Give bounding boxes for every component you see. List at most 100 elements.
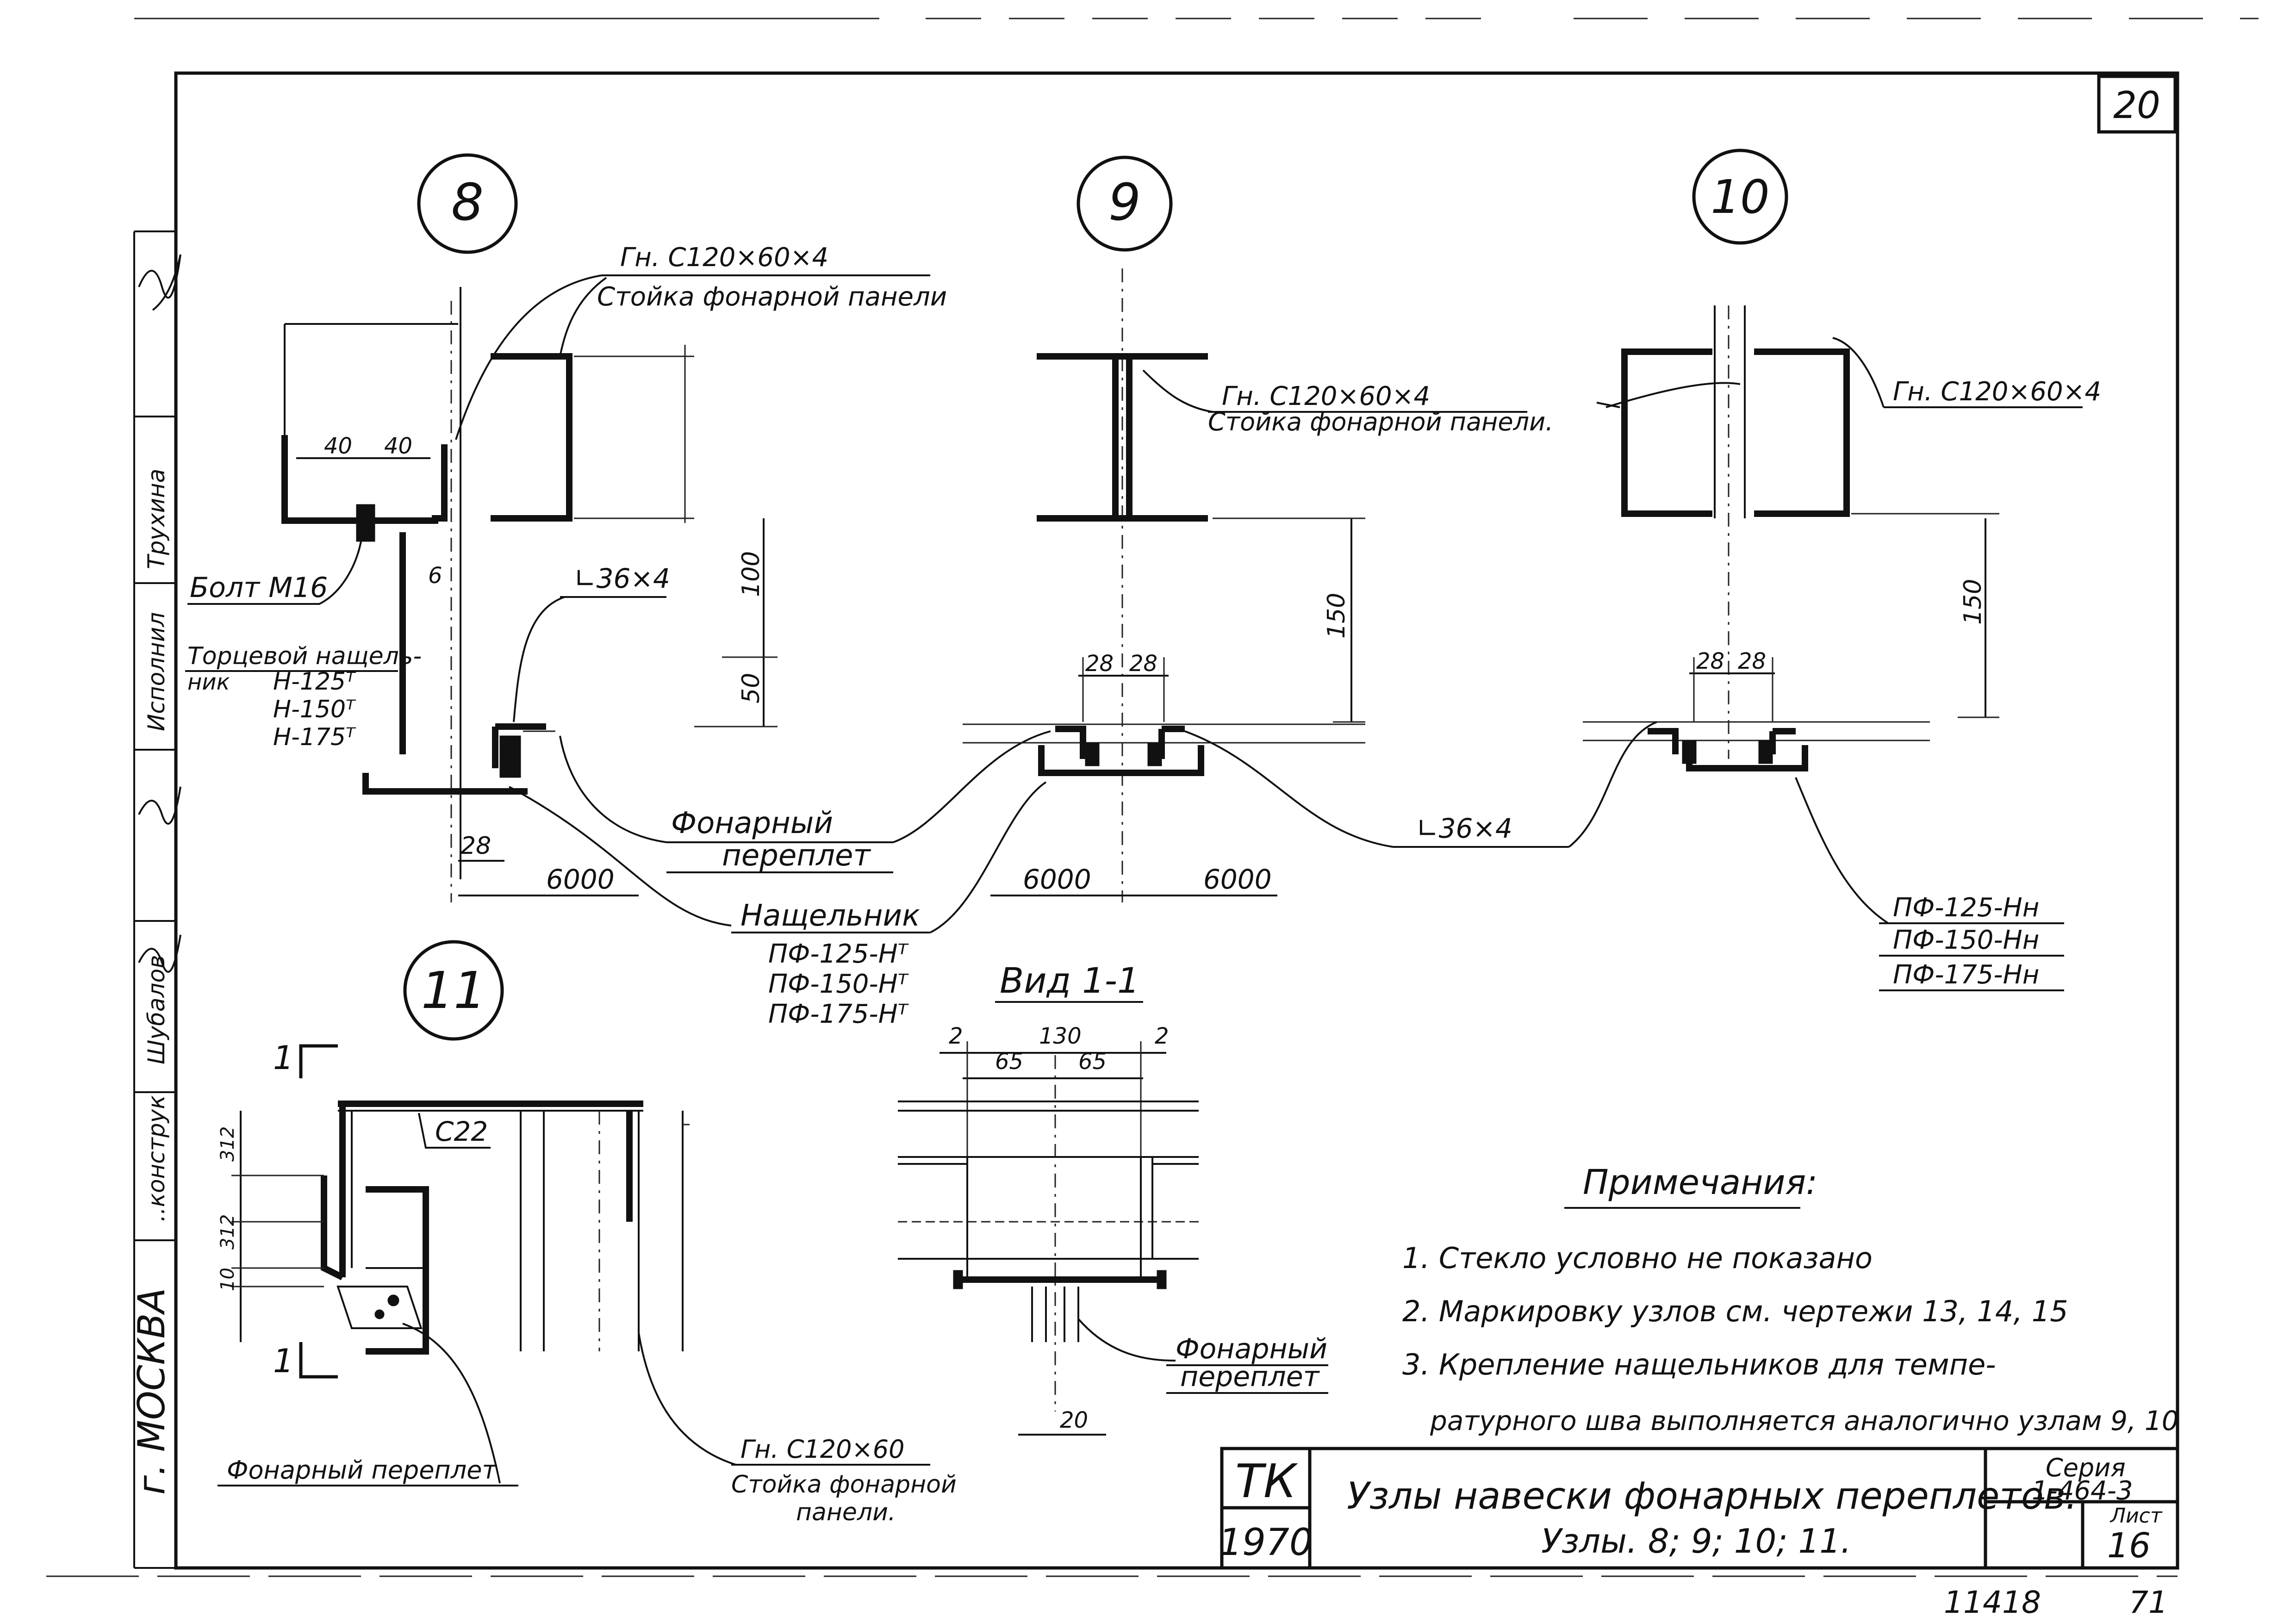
- title-block: ТК 1970 Узлы навески фонарных переплетов…: [1219, 1447, 2179, 1570]
- node11-cut-top: 1: [273, 1039, 294, 1077]
- note-3: 3. Крепление нащельников для темпе-: [1402, 1348, 1996, 1381]
- node11-dim-3: 10: [217, 1268, 238, 1291]
- node8-dim-100: 100: [737, 551, 765, 597]
- node-9-label: 9: [1108, 173, 1141, 232]
- page-number: 71: [2129, 1585, 2168, 1620]
- sheet-value: 16: [2107, 1526, 2151, 1566]
- node11-frame: Фонарный переплет: [227, 1455, 497, 1485]
- node11-channel: С22: [435, 1116, 488, 1147]
- node11-dim-2: 312: [217, 1214, 238, 1250]
- strip-type-1: ПФ-125-Нᵀ: [768, 939, 909, 969]
- node9-dim-6000-left: 6000: [1023, 864, 1091, 895]
- node9-dim-28a: 28: [1085, 651, 1114, 677]
- node9-dim-28b: 28: [1129, 651, 1157, 677]
- node8-dim-40b: 40: [384, 433, 412, 459]
- title-year: 1970: [1219, 1521, 1313, 1564]
- node8-bolt-label: Болт М16: [190, 572, 328, 604]
- node-11-label: 11: [421, 961, 486, 1020]
- node-10-circle: [1692, 149, 1788, 245]
- sheet-frame: [46, 18, 2259, 1577]
- notes-block: Примечания: 1. Стекло условно не показан…: [1402, 1163, 2179, 1436]
- node10-dim-28b: 28: [1738, 648, 1766, 674]
- node8-end-strip-l2: ник: [187, 669, 230, 695]
- frame-label-l1: Фонарный: [671, 806, 833, 840]
- view-dim-130: 130: [1039, 1023, 1082, 1049]
- node-11-detail: 1 1 С22 312 312 10: [217, 1039, 957, 1526]
- strip-title: Нащельник: [740, 899, 920, 933]
- sidebar-role-2: Шубалов: [143, 955, 170, 1064]
- node-11-circle: [403, 940, 504, 1041]
- node-9-circle: [1076, 155, 1173, 252]
- view-dim-65a: 65: [995, 1049, 1023, 1075]
- node-8-label: 8: [451, 173, 484, 232]
- node9-dim-6000-right: 6000: [1203, 864, 1272, 895]
- sidebar-role-3: Исполнил: [143, 612, 170, 731]
- node8-section-label: Гн. С120×60×4: [620, 243, 828, 273]
- node10-strip-1: ПФ-125-Нн: [1893, 893, 2039, 923]
- node-10-detail: Гн. С120×60×4 150 28 28 ∟36×4 ПФ-125-Нн …: [1184, 305, 2101, 991]
- sidebar-role-4: Трухина: [143, 469, 170, 569]
- note-1: 1. Стекло условно не показано: [1402, 1241, 1873, 1275]
- frame-label-l2: переплет: [722, 839, 871, 873]
- sidebar-city: г. МОСКВА: [130, 1288, 173, 1495]
- note-2: 2. Маркировку узлов см. чертежи 13, 14, …: [1402, 1294, 2068, 1328]
- node8-end-strip-type-1: Н-125ᵀ: [273, 668, 356, 696]
- node8-end-strip-l1: Торцевой нащель-: [187, 642, 422, 670]
- shared-callouts: Фонарный переплет Нащельник ПФ-125-Нᵀ ПФ…: [509, 730, 1051, 1029]
- node-markers: 8 9 10 11: [403, 149, 1788, 1041]
- signature-2: [138, 786, 181, 825]
- view-title: Вид 1-1: [1000, 960, 1139, 1001]
- signature-1: [138, 934, 181, 973]
- node9-section-role: Стойка фонарной панели.: [1208, 407, 1553, 436]
- sheet-number-box: 20: [2097, 75, 2177, 134]
- strip-type-3: ПФ-175-Нᵀ: [768, 999, 909, 1029]
- sheet-number: 20: [2113, 84, 2160, 127]
- title-line-1: Узлы навески фонарных переплетов.: [1347, 1474, 2077, 1517]
- node10-strip-2: ПФ-150-Нн: [1893, 925, 2039, 955]
- node10-strip-3: ПФ-175-Нн: [1893, 960, 2039, 990]
- node10-dim-150: 150: [1959, 579, 1987, 625]
- title-line-2: Узлы. 8; 9; 10; 11.: [1541, 1522, 1851, 1561]
- sheet-label: Лист: [2109, 1504, 2163, 1528]
- note-4: ратурного шва выполняется аналогично узл…: [1430, 1405, 2179, 1436]
- approval-sidebar: г. МОСКВА ..конструк Шубалов Исполнил Тр…: [130, 230, 181, 1495]
- node8-dim-40a: 40: [324, 433, 352, 459]
- node8-dim-6000: 6000: [546, 864, 615, 895]
- archive-number: 11418: [1944, 1585, 2041, 1620]
- view-dim-20: 20: [1060, 1407, 1088, 1433]
- node-8-circle: [417, 153, 518, 254]
- node8-dim-28: 28: [460, 832, 491, 860]
- notes-title: Примечания:: [1583, 1163, 1817, 1202]
- view-frame-l1: Фонарный: [1176, 1333, 1327, 1365]
- view-dim-65b: 65: [1078, 1049, 1107, 1075]
- node8-angle-label: ∟36×4: [574, 563, 670, 594]
- node8-section-role: Стойка фонарной панели: [597, 282, 947, 312]
- view-dim-2b: 2: [1155, 1023, 1169, 1049]
- node-10-label: 10: [1711, 170, 1769, 224]
- node8-end-strip-type-2: Н-150ᵀ: [273, 696, 356, 723]
- strip-type-2: ПФ-150-Нᵀ: [768, 969, 909, 999]
- view-1-1: Вид 1-1 2 130 2 65 65 20 Фонарный: [898, 960, 1328, 1436]
- node8-dim-50: 50: [737, 673, 765, 703]
- node10-angle-label: ∟36×4: [1416, 813, 1512, 844]
- title-org: ТК: [1235, 1454, 1298, 1508]
- node11-section-role-l2: панели.: [796, 1499, 896, 1526]
- node9-section-label: Гн. С120×60×4: [1222, 381, 1430, 411]
- node11-dim-1: 312: [217, 1126, 238, 1162]
- node8-dim-6: 6: [428, 563, 442, 589]
- node-8-detail: Гн. С120×60×4 Стойка фонарной панели 40 …: [185, 243, 947, 902]
- node11-cut-bottom: 1: [273, 1342, 294, 1380]
- sidebar-role-1: ..конструк: [143, 1095, 170, 1222]
- series-label: Серия: [2046, 1453, 2126, 1482]
- node10-dim-28a: 28: [1696, 648, 1724, 674]
- node-9-detail: Гн. С120×60×4 Стойка фонарной панели. 15…: [963, 268, 1553, 902]
- node10-section-label: Гн. С120×60×4: [1893, 377, 2101, 407]
- view-dim-2a: 2: [949, 1023, 963, 1049]
- view-frame-l2: переплет: [1180, 1361, 1320, 1393]
- node11-section: Гн. С120×60: [740, 1435, 904, 1464]
- node11-section-role-l1: Стойка фонарной: [731, 1471, 957, 1499]
- node9-dim-150: 150: [1323, 593, 1350, 639]
- node8-end-strip-type-3: Н-175ᵀ: [273, 723, 356, 751]
- signature-3: [138, 254, 181, 311]
